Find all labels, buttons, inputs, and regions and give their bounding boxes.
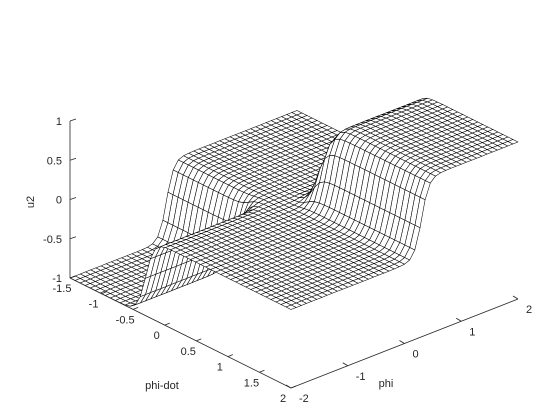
z-tick-label: 0.5: [47, 155, 62, 167]
x-axis-label: phi: [379, 378, 394, 390]
z-tick-mark: [69, 236, 77, 240]
y-tick-label: 1: [217, 362, 223, 374]
y-tick-mark: [164, 322, 170, 326]
z-tick-mark: [69, 118, 77, 122]
y-tick-mark: [101, 291, 107, 295]
x-tick-mark: [285, 384, 292, 389]
x-tick-label: -1: [356, 371, 366, 383]
y-tick-label: -1.5: [53, 283, 72, 295]
x-tick-mark: [456, 317, 462, 322]
x-tick-label: 1: [469, 326, 475, 338]
x-tick-mark: [512, 295, 519, 300]
y-tick-label: 0: [154, 330, 160, 342]
x-tick-mark: [342, 362, 348, 367]
y-axis-line: [69, 277, 292, 389]
y-tick-label: -1: [89, 299, 99, 311]
x-tick-label: -2: [299, 393, 309, 405]
x-tick-label: 0: [413, 349, 419, 361]
y-tick-label: -0.5: [116, 314, 135, 326]
surface-mesh: [69, 97, 519, 310]
z-tick-label: 0: [56, 195, 62, 207]
y-tick-mark: [259, 369, 265, 373]
z-tick-label: -0.5: [43, 234, 62, 246]
z-axis-label: u2: [25, 196, 37, 208]
y-axis-label: phi-dot: [145, 380, 179, 392]
z-tick-label: -1: [52, 273, 62, 285]
y-tick-label: 0.5: [181, 346, 196, 358]
y-tick-mark: [132, 307, 139, 310]
y-tick-label: 1.5: [244, 377, 259, 389]
y-tick-mark: [196, 338, 202, 342]
y-tick-mark: [69, 275, 76, 279]
z-tick-mark: [69, 197, 77, 200]
surface-mesh-face: [285, 304, 297, 310]
y-tick-mark: [227, 354, 234, 357]
x-tick-label: 2: [526, 304, 532, 316]
z-tick-label: 1: [56, 116, 62, 128]
x-tick-mark: [399, 340, 405, 344]
z-tick-mark: [69, 157, 77, 161]
y-tick-label: 2: [280, 393, 286, 405]
